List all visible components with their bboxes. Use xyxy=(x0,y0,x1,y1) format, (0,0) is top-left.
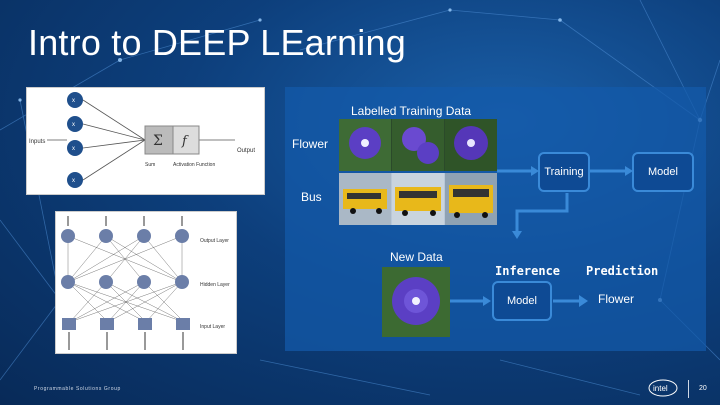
flower-image-3 xyxy=(445,119,497,171)
hidden-layer-label: Hidden Layer xyxy=(200,282,230,288)
perceptron-svg: x x x x Σ f Inputs Output Sum Activation Fu… xyxy=(29,92,255,188)
output-layer-label: Output Layer xyxy=(200,238,229,244)
f-symbol: f xyxy=(181,134,189,149)
perceptron-diagram: x x x x Σ f Inputs Output Sum Activation Fu… xyxy=(26,87,265,195)
bus-image-2 xyxy=(392,173,444,225)
output-label: Output xyxy=(237,148,255,154)
new-data-label: New Data xyxy=(390,250,443,264)
bus-label: Bus xyxy=(301,190,322,204)
page-number: 20 xyxy=(699,385,707,392)
ml-workflow-panel: Labelled Training Data Flower Bus xyxy=(285,87,706,351)
flow-arrows xyxy=(448,166,633,307)
slide-title: Intro to DEEP LEarning xyxy=(28,22,406,63)
sum-symbol: Σ xyxy=(153,133,163,149)
input-layer-label: Input Layer xyxy=(200,324,225,330)
bus-image-3 xyxy=(445,173,497,225)
footer-separator xyxy=(688,380,689,398)
flower-image-1 xyxy=(339,119,391,171)
activation-label: Activation Function xyxy=(173,162,215,168)
bus-image-1 xyxy=(339,173,391,225)
intel-logo: intel xyxy=(648,379,678,397)
intel-logo-text: intel xyxy=(653,384,668,393)
sum-label: Sum xyxy=(145,162,155,168)
flower-image-2 xyxy=(392,119,444,171)
down-arrow-icon xyxy=(515,193,569,233)
layers-diagram: Output Layer Hidden Layer Input Layer xyxy=(55,211,237,354)
flower-label: Flower xyxy=(292,137,329,151)
training-box: Training xyxy=(538,152,590,192)
prediction-result: Flower xyxy=(598,292,635,306)
layers-svg: Output Layer Hidden Layer Input Layer xyxy=(61,216,230,350)
inputs-label: Inputs xyxy=(29,139,45,145)
footer-group-name: Programmable Solutions Group xyxy=(34,386,121,392)
training-box-label: Training xyxy=(544,166,584,178)
model-box-bottom-label: Model xyxy=(507,295,537,307)
model-box-top-label: Model xyxy=(648,166,678,178)
model-box-top: Model xyxy=(632,152,694,192)
model-box-bottom: Model xyxy=(492,281,552,321)
new-data-image xyxy=(382,267,450,337)
prediction-label: Prediction xyxy=(586,264,659,278)
labelled-training-data-label: Labelled Training Data xyxy=(351,104,472,118)
svg-text:x: x xyxy=(72,146,75,152)
bus-images xyxy=(339,173,497,225)
flower-images xyxy=(339,119,497,171)
svg-text:x: x xyxy=(72,98,75,104)
svg-text:x: x xyxy=(72,122,75,128)
inference-label: Inference xyxy=(495,264,561,278)
svg-text:x: x xyxy=(72,178,75,184)
